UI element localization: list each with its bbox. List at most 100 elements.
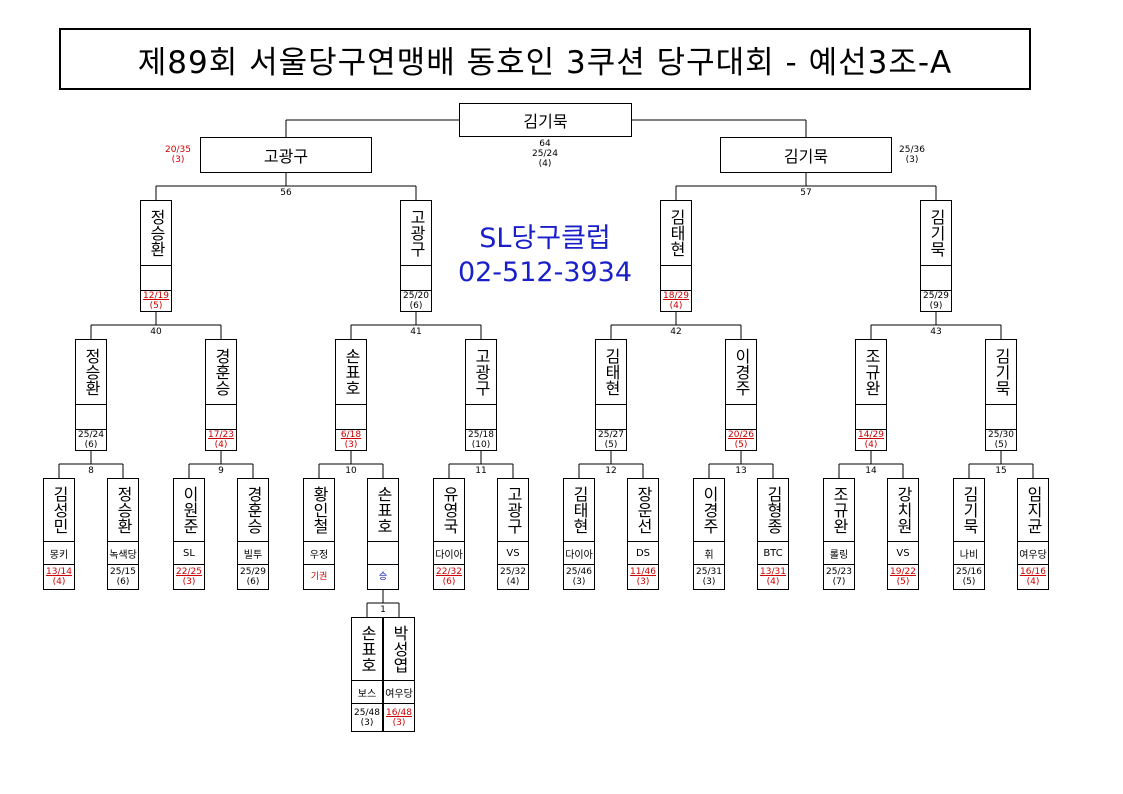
player-name: 김성민 — [50, 486, 69, 534]
innings-value: (6) — [409, 301, 423, 311]
player-score: 25/16(5) — [954, 565, 984, 589]
player-club: 휘 — [694, 541, 724, 565]
innings-value: (5) — [604, 440, 618, 450]
player-club — [76, 404, 106, 430]
club-phone: 02-512-3934 — [457, 257, 633, 288]
score-value: 25/16 — [956, 567, 982, 577]
innings-value: (4) — [214, 440, 228, 450]
player-name: 정승환 — [147, 209, 166, 257]
player-name: 유영국 — [440, 486, 459, 534]
player-score: 25/18(10) — [466, 430, 496, 450]
match-number: 9 — [218, 466, 224, 476]
player-score: 20/26(5) — [726, 430, 756, 450]
score-value: 19/22 — [890, 567, 916, 577]
match-number: 43 — [930, 327, 942, 337]
innings-value: (6) — [116, 577, 130, 587]
player-name: 이경주 — [700, 486, 719, 534]
innings-value: (7) — [832, 577, 846, 587]
player-name: 경훈승 — [212, 348, 231, 396]
score-value: 20/26 — [728, 430, 754, 440]
final-score: 64 25/24 (4) — [532, 139, 558, 169]
innings-value: (3) — [360, 717, 374, 728]
player-name: 고광구 — [407, 209, 426, 257]
score-value: 승 — [378, 572, 388, 582]
player-score: 13/31(4) — [758, 565, 788, 589]
innings-value: (4) — [1026, 577, 1040, 587]
player-score: 기권 — [304, 565, 334, 589]
player-club: 여우당 — [384, 680, 414, 704]
match-number: 11 — [475, 466, 487, 476]
player-score: 16/16(4) — [1018, 565, 1048, 589]
player-club: 다이아 — [564, 541, 594, 565]
player-club: 다이아 — [434, 541, 464, 565]
player-score: 22/25(3) — [174, 565, 204, 589]
score-value: 25/18 — [468, 430, 494, 440]
score-value: 25/30 — [988, 430, 1014, 440]
match-number: 14 — [865, 466, 877, 476]
innings-value: (3) — [171, 155, 185, 165]
player-score: 25/30(5) — [986, 430, 1016, 450]
innings-value: (10) — [471, 440, 491, 450]
score-value: 14/29 — [858, 430, 884, 440]
semifinal-name: 김기묵 — [783, 147, 829, 166]
score-value: 25/23 — [826, 567, 852, 577]
innings-value: (4) — [669, 301, 683, 311]
innings-value: (4) — [506, 577, 520, 587]
innings-value: (3) — [905, 155, 919, 165]
player-club — [921, 265, 951, 291]
player-name: 정승환 — [82, 348, 101, 396]
innings-value: (6) — [246, 577, 260, 587]
player-score: 25/23(7) — [824, 565, 854, 589]
score-value: 22/25 — [176, 567, 202, 577]
player-club — [336, 404, 366, 430]
score-value: 25/20 — [403, 291, 429, 301]
player-score: 25/48(3) — [352, 704, 382, 731]
player-card: 고광구 25/20(6) — [400, 200, 432, 312]
player-name: 손표호 — [358, 625, 377, 673]
player-score: 25/15(6) — [108, 565, 138, 589]
player-score: 11/46(3) — [628, 565, 658, 589]
score-value: 25/24 — [78, 430, 104, 440]
player-name: 김기묵 — [960, 486, 979, 534]
player-name: 김기묵 — [927, 209, 946, 257]
page-title: 제89회 서울당구연맹배 동호인 3쿠션 당구대회 - 예선3조-A — [59, 28, 1031, 90]
innings-value: (4) — [52, 577, 66, 587]
score-value: 20/35 — [165, 145, 191, 155]
player-score: 승 — [368, 565, 398, 589]
player-club: VS — [498, 541, 528, 565]
player-name: 조규완 — [830, 486, 849, 534]
player-name: 경훈승 — [244, 486, 263, 534]
innings-value: (4) — [864, 440, 878, 450]
semifinal-box: 김기묵 — [720, 137, 892, 173]
score-value: 25/29 — [240, 567, 266, 577]
player-score: 12/19(5) — [141, 291, 171, 311]
player-club — [986, 404, 1016, 430]
player-club: 롤링 — [824, 541, 854, 565]
innings-value: (3) — [636, 577, 650, 587]
score-value: 25/32 — [500, 567, 526, 577]
player-club: SL — [174, 541, 204, 565]
score-value: 25/36 — [899, 145, 925, 155]
player-name: 임지균 — [1024, 486, 1043, 534]
player-score: 14/29(4) — [856, 430, 886, 450]
match-number: 57 — [800, 188, 812, 198]
player-score: 16/48(3) — [384, 704, 414, 731]
match-number: 56 — [280, 188, 292, 198]
